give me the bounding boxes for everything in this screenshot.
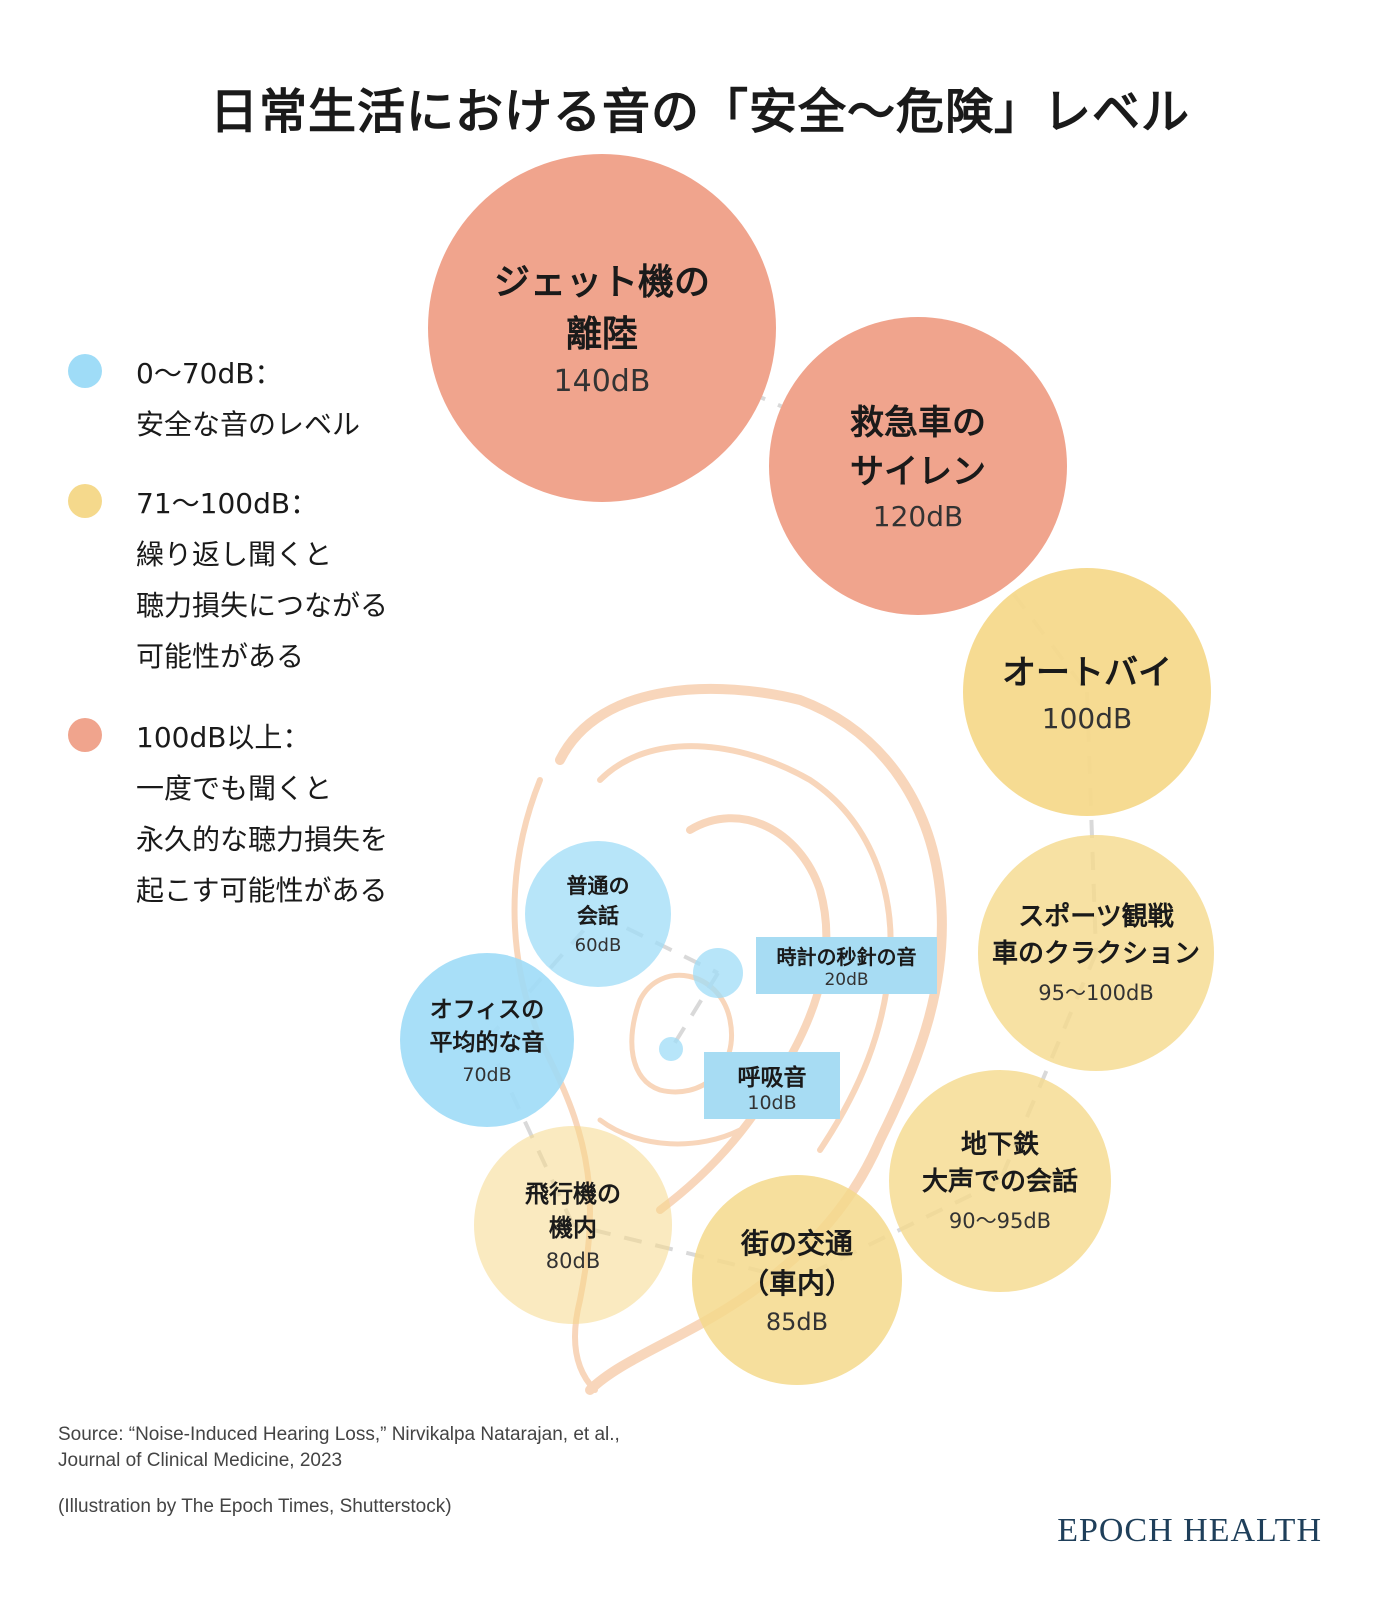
sound-bubble: スポーツ観戦車のクラクション 95〜100dB	[978, 835, 1214, 1071]
sound-name-line: サイレン	[850, 451, 986, 492]
sound-name-line: 街の交通	[740, 1227, 853, 1261]
sound-level: 60dB	[574, 935, 622, 957]
sound-level: 85dB	[765, 1307, 829, 1336]
sound-level: 80dB	[545, 1249, 601, 1274]
sound-level: 95〜100dB	[1038, 980, 1154, 1005]
sound-name: 救急車のサイレン	[850, 399, 986, 496]
legend-line: 繰り返し聞くと	[136, 538, 333, 571]
sound-bubble: 普通の会話 60dB	[525, 841, 671, 987]
sound-name-line: 救急車の	[850, 403, 986, 444]
legend-line: 聴力損失につながる	[136, 589, 389, 622]
sound-name-line: 離陸	[565, 313, 638, 355]
sound-name: スポーツ観戦車のクラクション	[992, 899, 1200, 973]
brand-logo: EPOCH HEALTH	[1057, 1512, 1322, 1549]
legend-line: 起こす可能性がある	[136, 874, 388, 907]
source-citation: Source: “Noise-Induced Hearing Loss,” Ni…	[58, 1422, 620, 1474]
legend-text: 100dB以上： 一度でも聞くと永久的な聴力損失を起こす可能性がある	[136, 712, 476, 916]
legend-color-dot	[68, 354, 102, 388]
ear-antihelix	[656, 814, 831, 1214]
ear-lobe	[597, 1117, 743, 1147]
sound-bubble: 地下鉄大声での会話 90〜95dB	[889, 1070, 1111, 1292]
quiet-sound-name: 呼吸音	[737, 1064, 807, 1091]
sound-level: 90〜95dB	[948, 1208, 1052, 1233]
legend-line: 一度でも聞くと	[136, 772, 333, 805]
sound-name: ジェット機の離陸	[494, 257, 710, 359]
legend-line: 71〜100dB：	[136, 487, 319, 520]
sound-bubble: オフィスの平均的な音 70dB	[400, 953, 574, 1127]
sound-name: 街の交通 （車内）	[741, 1224, 853, 1304]
sound-name-line: 普通の	[566, 873, 630, 898]
ear-helix-inner	[597, 743, 894, 1153]
sound-name: 飛行機の機内	[525, 1177, 621, 1245]
sound-name-line: 平均的な音	[429, 1030, 545, 1056]
sound-name: 地下鉄大声での会話	[922, 1127, 1078, 1201]
legend-line: 0〜70dB：	[136, 357, 283, 390]
legend-line: 100dB以上：	[136, 721, 311, 754]
sound-name-line: （車内）	[740, 1267, 853, 1300]
sound-name-line: 会話	[577, 903, 619, 928]
sound-bubble: 飛行機の機内 80dB	[474, 1126, 672, 1324]
sound-name-line: オフィスの	[429, 997, 545, 1024]
sound-name-line: ジェット機の	[493, 262, 710, 304]
quiet-sound-dot	[693, 948, 743, 998]
legend-line: 可能性がある	[136, 640, 305, 673]
sound-name-line: オートバイ	[1002, 653, 1172, 694]
legend-line: 安全な音のレベル	[136, 408, 361, 441]
quiet-sound-level: 20dB	[824, 970, 869, 990]
sound-bubble: 街の交通 （車内） 85dB	[692, 1175, 902, 1385]
sound-name-line: 地下鉄	[960, 1130, 1039, 1161]
sound-level: 140dB	[553, 363, 651, 399]
sound-bubble: オートバイ 100dB	[963, 568, 1211, 816]
source-line-1: Source: “Noise-Induced Hearing Loss,” Ni…	[58, 1424, 620, 1445]
quiet-sound-name: 時計の秒針の音	[776, 945, 917, 969]
legend-text: 0〜70dB： 安全な音のレベル	[136, 348, 476, 450]
page-title: 日常生活における音の「安全〜危険」レベル	[209, 84, 1190, 140]
quiet-sound-dot	[659, 1037, 683, 1061]
sound-name: オートバイ	[1002, 649, 1172, 697]
sound-name-line: 車のクラクション	[991, 939, 1200, 969]
sound-level: 70dB	[462, 1063, 512, 1086]
sound-level: 120dB	[872, 499, 964, 533]
sound-name-line: 機内	[549, 1214, 597, 1242]
sound-level: 100dB	[1041, 701, 1133, 735]
legend-color-dot	[68, 718, 102, 752]
legend-text: 71〜100dB： 繰り返し聞くと聴力損失につながる可能性がある	[136, 478, 476, 682]
sound-name-line: スポーツ観戦	[1018, 902, 1174, 933]
sound-name-line: 大声での会話	[921, 1167, 1078, 1197]
sound-bubble: ジェット機の離陸 140dB	[428, 154, 776, 502]
sound-name: オフィスの平均的な音	[430, 994, 545, 1059]
quiet-sound-level: 10dB	[747, 1091, 797, 1114]
legend-color-dot	[68, 484, 102, 518]
sound-name: 普通の会話	[567, 872, 630, 932]
ear-back	[511, 777, 598, 1393]
source-line-2: Journal of Clinical Medicine, 2023	[58, 1450, 343, 1471]
sound-name-line: 飛行機の	[525, 1179, 621, 1208]
legend-line: 永久的な聴力損失を	[136, 823, 389, 856]
illustration-credit: (Illustration by The Epoch Times, Shutte…	[58, 1496, 452, 1517]
